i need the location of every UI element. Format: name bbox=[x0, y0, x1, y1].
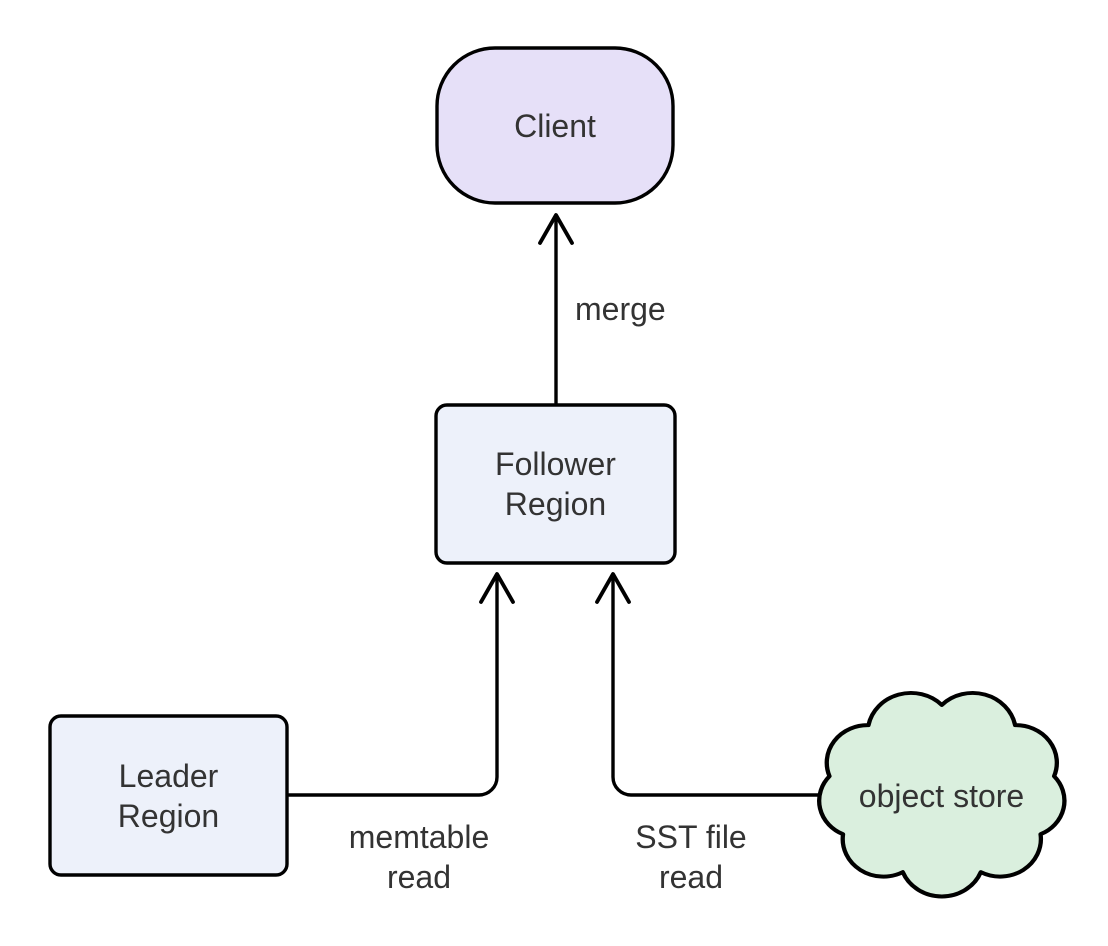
edge-sst-file-read bbox=[595, 572, 821, 797]
edge-memtable-read-line bbox=[287, 574, 499, 797]
edge-memtable-read-arrowhead-icon bbox=[479, 572, 515, 604]
cloud-icon bbox=[817, 690, 1067, 899]
edge-sst-file-read-line bbox=[611, 574, 821, 797]
node-leader-region-shape bbox=[48, 714, 289, 877]
edge-sst-file-read-arrowhead-icon bbox=[595, 572, 631, 604]
node-object-store-cloud-shape bbox=[817, 690, 1067, 899]
edge-memtable-read bbox=[287, 572, 515, 797]
edge-merge bbox=[538, 213, 574, 405]
node-follower-region-shape bbox=[434, 403, 677, 565]
edge-merge-arrowhead-icon bbox=[538, 213, 574, 245]
node-client-shape bbox=[435, 46, 675, 205]
